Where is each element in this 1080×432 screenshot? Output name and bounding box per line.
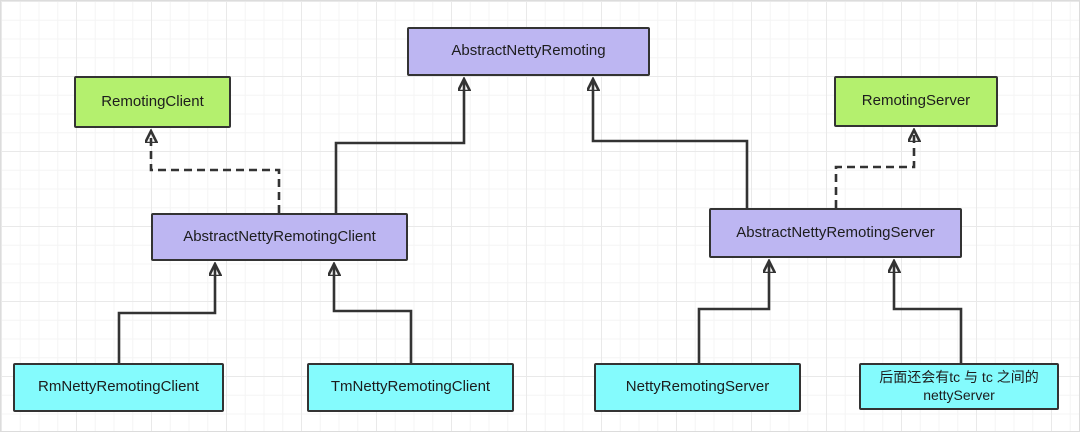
node-tc-netty-server-note: 后面还会有tc 与 tc 之间的nettyServer bbox=[859, 363, 1059, 410]
node-netty-remoting-server: NettyRemotingServer bbox=[594, 363, 801, 412]
edge-tcnote-extends-anrserver bbox=[894, 261, 963, 363]
edge-tmclient-extends-anrclient bbox=[334, 264, 413, 363]
edge-anrserver-extends-anremoting bbox=[593, 79, 749, 208]
node-tm-netty-remoting-client: TmNettyRemotingClient bbox=[307, 363, 514, 412]
node-remoting-client: RemotingClient bbox=[74, 76, 231, 128]
edge-anrserver-implements-remotingserver bbox=[834, 130, 914, 208]
node-abstract-netty-remoting: AbstractNettyRemoting bbox=[407, 27, 650, 76]
edge-anrclient-extends-anremoting bbox=[334, 79, 464, 213]
node-abstract-netty-remoting-server: AbstractNettyRemotingServer bbox=[709, 208, 962, 258]
edge-rmclient-extends-anrclient bbox=[117, 264, 215, 363]
edge-nettyserver-extends-anrserver bbox=[697, 261, 769, 363]
node-rm-netty-remoting-client: RmNettyRemotingClient bbox=[13, 363, 224, 412]
node-abstract-netty-remoting-client: AbstractNettyRemotingClient bbox=[151, 213, 408, 261]
node-remoting-server: RemotingServer bbox=[834, 76, 998, 127]
edge-anrclient-implements-remotingclient bbox=[151, 131, 281, 213]
